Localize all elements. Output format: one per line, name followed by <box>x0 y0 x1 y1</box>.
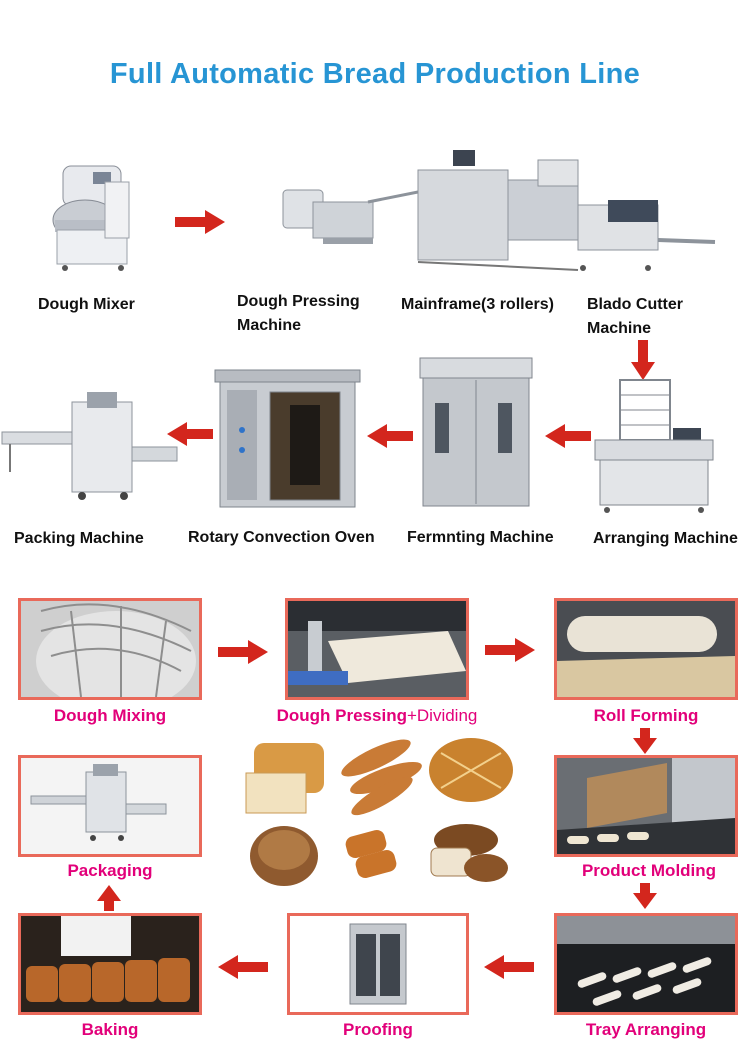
label-proofing: Proofing <box>343 1020 413 1039</box>
label-baking: Baking <box>81 1020 139 1039</box>
label-packaging: Packaging <box>67 861 153 880</box>
flow-arrow-left <box>167 422 213 446</box>
flow-arrow-up <box>97 885 121 911</box>
oven-image <box>214 369 361 508</box>
packing-machine-image <box>1 392 178 500</box>
label-dough-pressing-line1: Dough Pressing <box>237 293 360 310</box>
flow-arrow-down <box>633 883 657 909</box>
photo-proofing <box>287 913 469 1015</box>
photo-tray-arranging <box>554 913 738 1015</box>
label-dough-mixing: Dough Mixing <box>53 706 167 725</box>
photo-dough-pressing <box>285 598 469 700</box>
flow-arrow-right <box>218 640 268 664</box>
fermenting-machine-image <box>419 357 533 507</box>
dough-mixer-image <box>52 165 130 271</box>
photo-baking <box>18 913 202 1015</box>
bread-products-image <box>245 738 513 886</box>
arranging-machine-image <box>594 379 714 513</box>
label-dividing: +Dividing <box>406 706 478 725</box>
label-arranging-machine: Arranging Machine <box>593 530 738 547</box>
label-packing-machine: Packing Machine <box>14 530 144 547</box>
label-product-molding: Product Molding <box>581 861 717 880</box>
flow-arrow-right <box>485 638 535 662</box>
label-dough-pressing-line2: Machine <box>237 317 302 334</box>
label-dough-pressing-bold: Dough Pressing <box>276 706 407 725</box>
photo-product-molding <box>554 755 738 857</box>
photo-packaging <box>18 755 202 857</box>
page-title: Full Automatic Bread Production Line <box>109 58 641 90</box>
flow-arrow-right <box>175 210 225 234</box>
flow-arrow-left <box>545 424 591 448</box>
production-line-image <box>282 150 716 271</box>
label-dough-pressing-dividing: Dough Pressing+Dividing <box>255 706 499 726</box>
label-dough-mixer: Dough Mixer <box>38 296 135 313</box>
label-mainframe: Mainframe(3 rollers) <box>401 296 554 313</box>
photo-roll-forming <box>554 598 738 700</box>
label-roll-forming: Roll Forming <box>593 706 699 725</box>
label-tray-arranging: Tray Arranging <box>585 1020 707 1039</box>
label-blado-cutter-line1: Blado Cutter <box>587 296 683 313</box>
flow-arrow-down <box>633 728 657 754</box>
flow-arrow-left <box>484 955 534 979</box>
flow-arrow-down <box>631 340 655 380</box>
photo-dough-mixing <box>18 598 202 700</box>
label-oven: Rotary Convection Oven <box>188 529 375 546</box>
label-blado-cutter-line2: Machine <box>587 320 652 337</box>
label-fermenting-machine: Fermnting Machine <box>407 529 554 546</box>
flow-arrow-left <box>367 424 413 448</box>
flow-arrow-left <box>218 955 268 979</box>
